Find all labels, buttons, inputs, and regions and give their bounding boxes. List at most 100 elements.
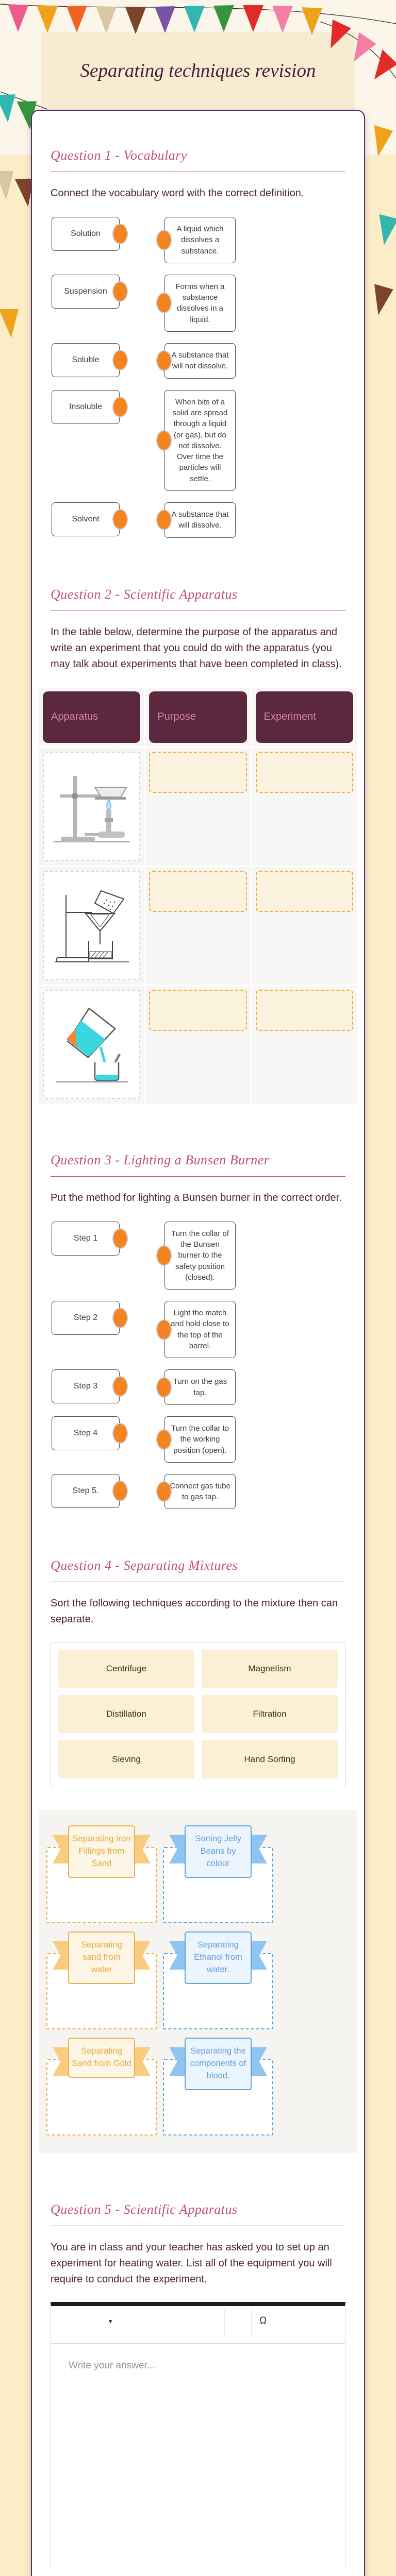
- connector-dot[interactable]: [112, 224, 128, 244]
- page-title: Separating techniques revision: [80, 60, 316, 81]
- instruction-box: Turn the collar of the Bunsen burner to …: [156, 1221, 236, 1290]
- bin-ribbon: Separating sand from water: [53, 1931, 151, 1985]
- instruction-box: Connect gas tube to gas tap.: [156, 1473, 236, 1510]
- connector-dot[interactable]: [112, 1228, 128, 1249]
- purpose-answer-box[interactable]: [149, 870, 247, 912]
- column-header-purpose: Purpose: [149, 691, 247, 743]
- connector-dot[interactable]: [156, 293, 172, 314]
- table-cell-experiment: [252, 748, 357, 866]
- step-label: Step 4: [73, 1428, 98, 1437]
- connector-dot[interactable]: [112, 1376, 128, 1397]
- definition-box: A substance that will not dissolve.: [156, 343, 236, 379]
- question-3-heading: Question 3 - Lighting a Bunsen Burner: [51, 1152, 270, 1167]
- match-row: Solvent A substance that will dissolve.: [52, 502, 345, 538]
- connector-dot[interactable]: [156, 1245, 172, 1266]
- definition-box: Forms when a substance dissolves in a li…: [156, 274, 236, 332]
- match-row: Step 4 Turn the collar to the working po…: [52, 1416, 345, 1463]
- table-cell-experiment: [252, 867, 357, 985]
- bin-label: Separating Sand from Gold: [68, 2038, 135, 2078]
- step-label: Step 5.: [72, 1486, 99, 1495]
- connector-dot[interactable]: [156, 510, 172, 531]
- question-3-instruction: Put the method for lighting a Bunsen bur…: [51, 1192, 342, 1204]
- definition-box: A substance that will dissolve.: [156, 502, 236, 538]
- term-box-suspension: Suspension: [52, 274, 128, 309]
- match-row: Step 2 Light the match and hold close to…: [52, 1301, 345, 1359]
- table-row: [39, 986, 144, 1104]
- experiment-answer-box[interactable]: [255, 751, 353, 793]
- purpose-answer-box[interactable]: [149, 751, 247, 793]
- table-cell-experiment: [252, 986, 357, 1104]
- chip-filtration[interactable]: Filtration: [202, 1695, 338, 1734]
- technique-chip-panel: Centrifuge Magnetism Distillation Filtra…: [51, 1642, 345, 1787]
- instruction-label: Turn the collar to the working position …: [171, 1423, 229, 1455]
- question-3-matching-widget: Step 1 Turn the collar of the Bunsen bur…: [51, 1221, 345, 1510]
- answer-textarea[interactable]: Write your answer...: [51, 2343, 345, 2569]
- question-1-matching-widget: Solution A liquid which dissolves a subs…: [51, 217, 345, 538]
- bin-jelly-beans-by-colour: Sorting Jelly Beans by colour: [163, 1825, 273, 1924]
- step-label: Step 3: [73, 1382, 98, 1391]
- connector-dot[interactable]: [156, 1319, 172, 1340]
- match-row: Suspension Forms when a substance dissol…: [52, 274, 345, 332]
- instruction-label: Turn on the gas tap.: [173, 1377, 227, 1397]
- definition-label: A liquid which dissolves a substance.: [176, 225, 224, 256]
- bin-ribbon: Separating the components of blood.: [169, 2038, 267, 2091]
- instruction-label: Light the match and hold close to the to…: [171, 1309, 229, 1351]
- bin-label: Separating Iron Fillings from Sand: [68, 1825, 135, 1878]
- column-header-experiment: Experiment: [255, 691, 353, 743]
- connector-dot[interactable]: [156, 430, 172, 451]
- connector-dot[interactable]: [112, 1480, 128, 1501]
- connector-dot[interactable]: [112, 1422, 128, 1444]
- toolbar-divider: [224, 2310, 225, 2335]
- chip-sieving[interactable]: Sieving: [58, 1740, 194, 1779]
- experiment-answer-box[interactable]: [255, 870, 353, 912]
- question-3-lighting-bunsen-burner: Question 3 - Lighting a Bunsen Burner Pu…: [51, 1153, 345, 1510]
- experiment-answer-box[interactable]: [255, 989, 353, 1031]
- term-label: Suspension: [64, 286, 107, 296]
- connector-dot[interactable]: [156, 350, 172, 371]
- question-5-instruction: You are in class and your teacher has as…: [51, 2242, 332, 2285]
- bin-label: Sorting Jelly Beans by colour: [185, 1825, 252, 1878]
- chip-distillation[interactable]: Distillation: [58, 1695, 194, 1734]
- question-5-heading: Question 5 - Scientific Apparatus: [51, 2202, 238, 2217]
- table-cell-purpose: [145, 748, 251, 866]
- instruction-label: Turn the collar of the Bunsen burner to …: [171, 1229, 229, 1282]
- instruction-box: Turn the collar to the working position …: [156, 1416, 236, 1463]
- question-4-instruction: Sort the following techniques according …: [51, 1598, 338, 1625]
- table-header-cell: Experiment: [252, 687, 357, 747]
- apparatus-image-decanting: [43, 989, 141, 1099]
- special-character-omega-button[interactable]: Ω: [259, 2315, 267, 2327]
- chip-hand-sorting[interactable]: Hand Sorting: [202, 1740, 338, 1779]
- connector-dot[interactable]: [156, 1429, 172, 1450]
- definition-label: When bits of a solid are spread through …: [172, 397, 228, 483]
- connector-dot[interactable]: [112, 350, 128, 371]
- connector-dot[interactable]: [156, 1481, 172, 1502]
- connector-dot[interactable]: [112, 509, 128, 530]
- step-box-4: Step 4: [52, 1416, 128, 1450]
- table-row: [39, 867, 144, 985]
- connector-dot[interactable]: [112, 1308, 128, 1329]
- term-label: Solvent: [72, 515, 100, 524]
- question-2-instruction: In the table below, determine the purpos…: [51, 626, 342, 670]
- connector-dot[interactable]: [156, 229, 172, 250]
- instruction-label: Connect gas tube to gas tap.: [170, 1481, 230, 1502]
- match-row: Step 3 Turn on the gas tap.: [52, 1369, 345, 1405]
- match-row: Step 5. Connect gas tube to gas tap.: [52, 1473, 345, 1510]
- format-dropdown-caret-icon[interactable]: ▾: [109, 2317, 112, 2326]
- term-label: Solution: [71, 229, 101, 238]
- question-4-separating-mixtures: Question 4 - Separating Mixtures Sort th…: [39, 1558, 357, 2154]
- apparatus-image-evaporating-dish: [43, 751, 141, 861]
- bin-ribbon: Sorting Jelly Beans by colour: [169, 1825, 267, 1878]
- connector-dot[interactable]: [112, 281, 128, 302]
- chip-centrifuge[interactable]: Centrifuge: [58, 1650, 194, 1688]
- chip-magnetism[interactable]: Magnetism: [202, 1650, 338, 1688]
- connector-dot[interactable]: [156, 1377, 172, 1398]
- table-row: [39, 748, 144, 866]
- match-row: Step 1 Turn the collar of the Bunsen bur…: [52, 1221, 345, 1290]
- term-label: Soluble: [72, 355, 100, 365]
- purpose-answer-box[interactable]: [149, 989, 247, 1031]
- term-box-insoluble: Insoluble: [52, 389, 128, 424]
- definition-label: A substance that will not dissolve.: [171, 351, 229, 371]
- column-header-apparatus: Apparatus: [43, 691, 141, 743]
- term-box-solution: Solution: [52, 217, 128, 251]
- connector-dot[interactable]: [112, 396, 128, 417]
